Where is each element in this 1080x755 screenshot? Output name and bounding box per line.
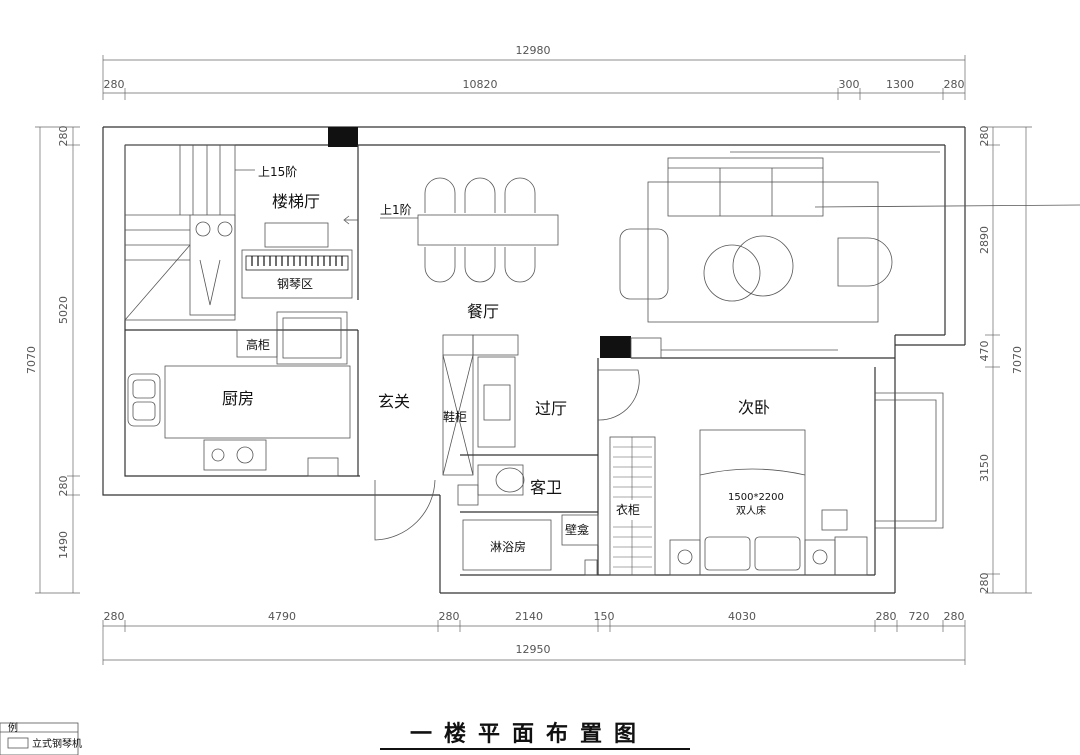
- living-area: [619, 151, 1080, 323]
- dim-right-4: 3150: [978, 454, 991, 482]
- coffee-table-1: [703, 244, 761, 302]
- stair-hall: 上15阶 楼梯厅 钢琴区: [124, 144, 359, 331]
- dim-left-3: 280: [57, 476, 70, 497]
- legend: 例 立式钢琴机: [0, 721, 82, 755]
- dim-bottom-5: 150: [594, 610, 615, 623]
- bedroom: 衣柜 次卧 1500*2200 双人床: [609, 398, 868, 576]
- niche: [561, 514, 599, 546]
- dim-right-1: 280: [978, 126, 991, 147]
- wardrobe-label: 衣柜: [616, 502, 640, 517]
- plan-title: 一楼平面布置图: [410, 721, 648, 747]
- left-dimensions: 7070 280 5020 280 1490: [25, 126, 80, 594]
- stair-hall-label: 楼梯厅: [272, 192, 320, 211]
- kitchen: 高柜 厨房: [127, 311, 359, 477]
- bed-size-label: 1500*2200: [728, 492, 784, 503]
- desk: [834, 536, 868, 576]
- legend-header: 例: [8, 721, 18, 734]
- dim-bottom-7: 280: [876, 610, 897, 623]
- dim-bottom-2: 4790: [268, 610, 296, 623]
- dim-bottom-6: 4030: [728, 610, 756, 623]
- dim-top-5: 280: [944, 78, 965, 91]
- entrance: 玄关 鞋柜: [374, 334, 519, 541]
- armchair-left: [619, 228, 669, 300]
- stairs-up1-label: 上1阶: [380, 203, 412, 217]
- legend-item-1: 立式钢琴机: [32, 737, 82, 750]
- kitchen-label: 厨房: [222, 389, 254, 408]
- dining-label: 餐厅: [467, 302, 499, 321]
- rug: [647, 181, 879, 323]
- stove: [203, 439, 267, 471]
- dim-left-2: 5020: [57, 296, 70, 324]
- dim-top-total: 12980: [516, 44, 551, 57]
- dim-left-total: 7070: [25, 346, 38, 374]
- shoe-cabinet: [442, 334, 474, 476]
- tall-cabinet-label: 高柜: [246, 337, 270, 352]
- dim-right-total: 7070: [1011, 346, 1024, 374]
- piano: [241, 249, 353, 299]
- dim-top-4: 1300: [886, 78, 914, 91]
- column-mid: [600, 336, 631, 358]
- shoe-cabinet-label: 鞋柜: [443, 409, 467, 424]
- dining-area: 上1阶 餐厅: [380, 177, 559, 321]
- sofa: [667, 157, 824, 217]
- entrance-door: [374, 479, 436, 541]
- toilet: [477, 464, 524, 496]
- dim-bottom-9: 280: [944, 610, 965, 623]
- kitchen-island: [164, 365, 351, 439]
- title-block: 一楼平面布置图: [380, 721, 690, 750]
- double-bed: [699, 429, 806, 576]
- top-dimensions: 12980 280 10820 300 1300 280: [102, 44, 966, 100]
- dim-top-3: 300: [839, 78, 860, 91]
- dining-table: [417, 214, 559, 246]
- sink: [127, 373, 161, 427]
- shower: [462, 519, 552, 571]
- dim-top-1: 280: [104, 78, 125, 91]
- bottom-dimensions: 280 4790 280 2140 150 4030 280 720 280 1…: [102, 610, 966, 665]
- dim-bottom-3: 280: [439, 610, 460, 623]
- shower-label: 淋浴房: [490, 539, 526, 554]
- dim-right-2: 2890: [978, 226, 991, 254]
- dim-bottom-total: 12950: [516, 643, 551, 656]
- guest-bath-label: 客卫: [530, 478, 562, 497]
- dim-top-2: 10820: [463, 78, 498, 91]
- right-dimensions: 280 2890 470 3150 280 7070: [978, 126, 1032, 594]
- piano-area-label: 钢琴区: [277, 277, 313, 291]
- nightstand-left: [669, 539, 701, 576]
- dim-bottom-8: 720: [909, 610, 930, 623]
- entrance-label: 玄关: [378, 392, 410, 411]
- dim-bottom-4: 2140: [515, 610, 543, 623]
- nightstand-right: [804, 539, 836, 576]
- corridor: 过厅: [535, 337, 895, 575]
- stairs-up15-label: 上15阶: [258, 165, 297, 179]
- dim-right-5: 280: [978, 573, 991, 594]
- fridge: [276, 311, 348, 365]
- exterior-walls: [102, 126, 966, 594]
- piano-bench: [264, 222, 329, 248]
- corridor-label: 过厅: [535, 399, 567, 418]
- column-top: [328, 127, 358, 147]
- dim-left-4: 1490: [57, 531, 70, 559]
- niche-label: 壁龛: [565, 522, 589, 537]
- bedroom-label: 次卧: [738, 398, 770, 417]
- dim-right-3: 470: [978, 341, 991, 362]
- dim-left-1: 280: [57, 126, 70, 147]
- guest-bath: 客卫 淋浴房 壁龛: [457, 454, 599, 576]
- coffee-table-2: [732, 235, 794, 297]
- wardrobe: [609, 436, 656, 576]
- bed-label: 双人床: [736, 504, 766, 517]
- armchair-right: [837, 237, 893, 287]
- dim-bottom-1: 280: [104, 610, 125, 623]
